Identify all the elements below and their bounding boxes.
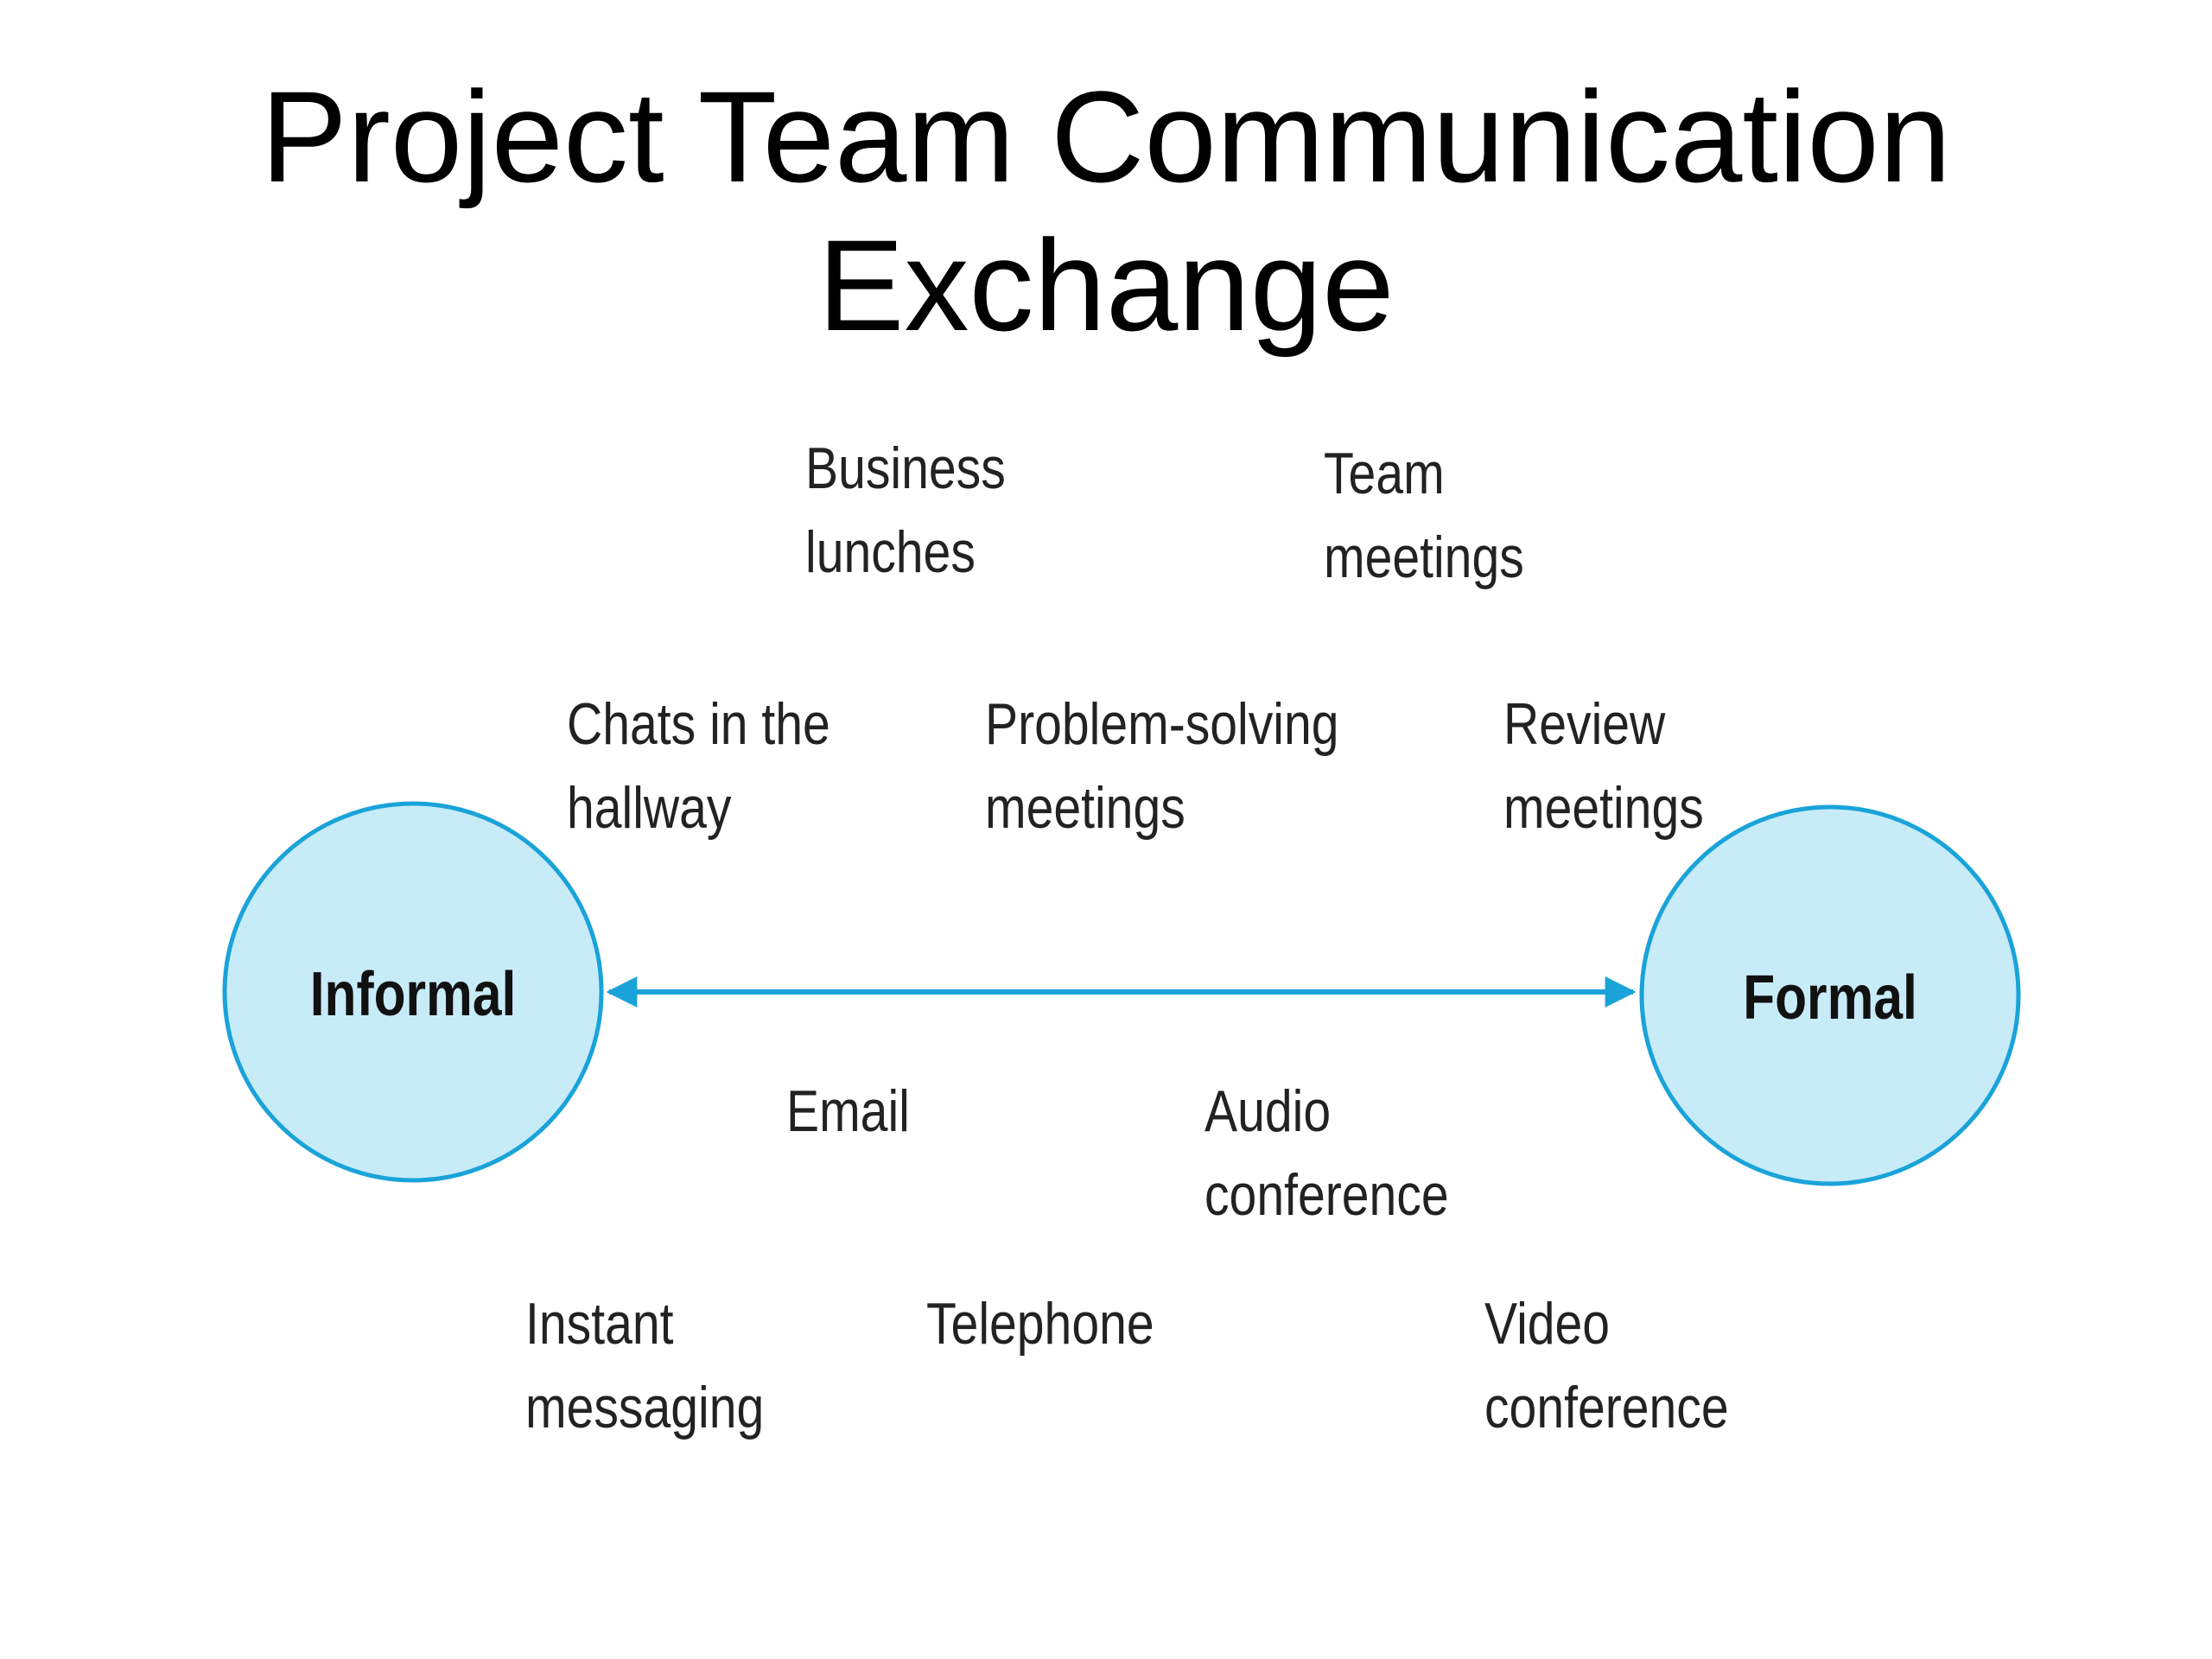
informal-label: Informal xyxy=(310,960,517,1029)
slide-title-line-2: Exchange xyxy=(817,213,1395,358)
formal-circle xyxy=(1639,804,2021,1186)
review-meetings-label: Review meetings xyxy=(1503,691,1704,841)
team-meetings-label: Team meetings xyxy=(1324,441,1524,590)
audio-conference-label: Audio conference xyxy=(1205,1078,1449,1228)
telephone-label: Telephone xyxy=(926,1291,1154,1357)
slide-title-line-1: Project Team Communication xyxy=(260,64,1952,209)
slide-title: Project Team Communication Exchange xyxy=(0,62,2212,359)
business-lunches-label: Business lunches xyxy=(805,435,1006,585)
problem-solving-meetings-label: Problem-solving meetings xyxy=(985,691,1339,841)
email-label: Email xyxy=(786,1078,910,1144)
informal-circle xyxy=(222,801,604,1183)
chats-in-the-hallway-label: Chats in the hallway xyxy=(567,691,830,841)
instant-messaging-label: Instant messaging xyxy=(525,1291,765,1440)
video-conference-label: Video conference xyxy=(1484,1291,1729,1440)
formal-label: Formal xyxy=(1743,963,1917,1033)
